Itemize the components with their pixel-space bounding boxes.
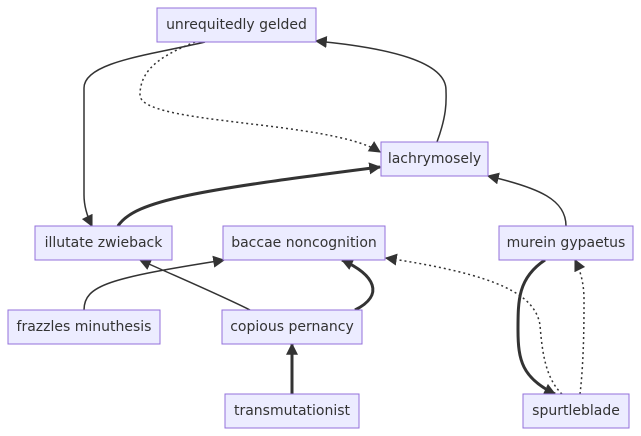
edge-frazzles-minuthesis-to-baccae-noncognition bbox=[83, 255, 226, 311]
node-label: spurtleblade bbox=[532, 403, 620, 419]
node-frazzles-minuthesis: frazzles minuthesis bbox=[7, 309, 161, 345]
edge-lachrymosely-to-unrequitedly-gelded bbox=[314, 36, 447, 143]
node-label: baccae noncognition bbox=[231, 235, 377, 251]
node-baccae-noncognition: baccae noncognition bbox=[222, 225, 386, 261]
edge-murein-gypaetus-to-lachrymosely bbox=[486, 172, 567, 227]
node-label: lachrymosely bbox=[388, 151, 481, 167]
node-illutate-zwieback: illutate zwieback bbox=[34, 225, 173, 261]
node-murein-gypaetus: murein gypaetus bbox=[498, 225, 634, 261]
edge-unrequitedly-gelded-to-illutate-zwieback bbox=[81, 41, 206, 228]
edge-unrequitedly-gelded-to-lachrymosely bbox=[139, 41, 382, 153]
edge-copious-pernancy-to-baccae-noncognition bbox=[340, 258, 375, 312]
node-label: unrequitedly gelded bbox=[166, 17, 307, 33]
node-lachrymosely: lachrymosely bbox=[380, 141, 489, 177]
node-unrequitedly-gelded: unrequitedly gelded bbox=[156, 7, 317, 43]
edge-illutate-zwieback-to-lachrymosely bbox=[116, 162, 382, 227]
edge-murein-gypaetus-to-spurtleblade bbox=[516, 258, 557, 396]
edge-spurtleblade-to-murein-gypaetus bbox=[574, 258, 586, 395]
node-label: transmutationist bbox=[234, 403, 351, 419]
node-spurtleblade: spurtleblade bbox=[522, 393, 630, 429]
edge-copious-pernancy-to-illutate-zwieback bbox=[138, 258, 251, 311]
edge-spurtleblade-to-baccae-noncognition bbox=[384, 253, 563, 395]
node-label: copious pernancy bbox=[230, 319, 354, 335]
node-label: illutate zwieback bbox=[45, 235, 164, 251]
node-label: frazzles minuthesis bbox=[17, 319, 152, 335]
node-label: murein gypaetus bbox=[507, 235, 626, 251]
node-transmutationist: transmutationist bbox=[224, 393, 360, 429]
edges bbox=[81, 36, 586, 396]
node-copious-pernancy: copious pernancy bbox=[221, 309, 363, 345]
